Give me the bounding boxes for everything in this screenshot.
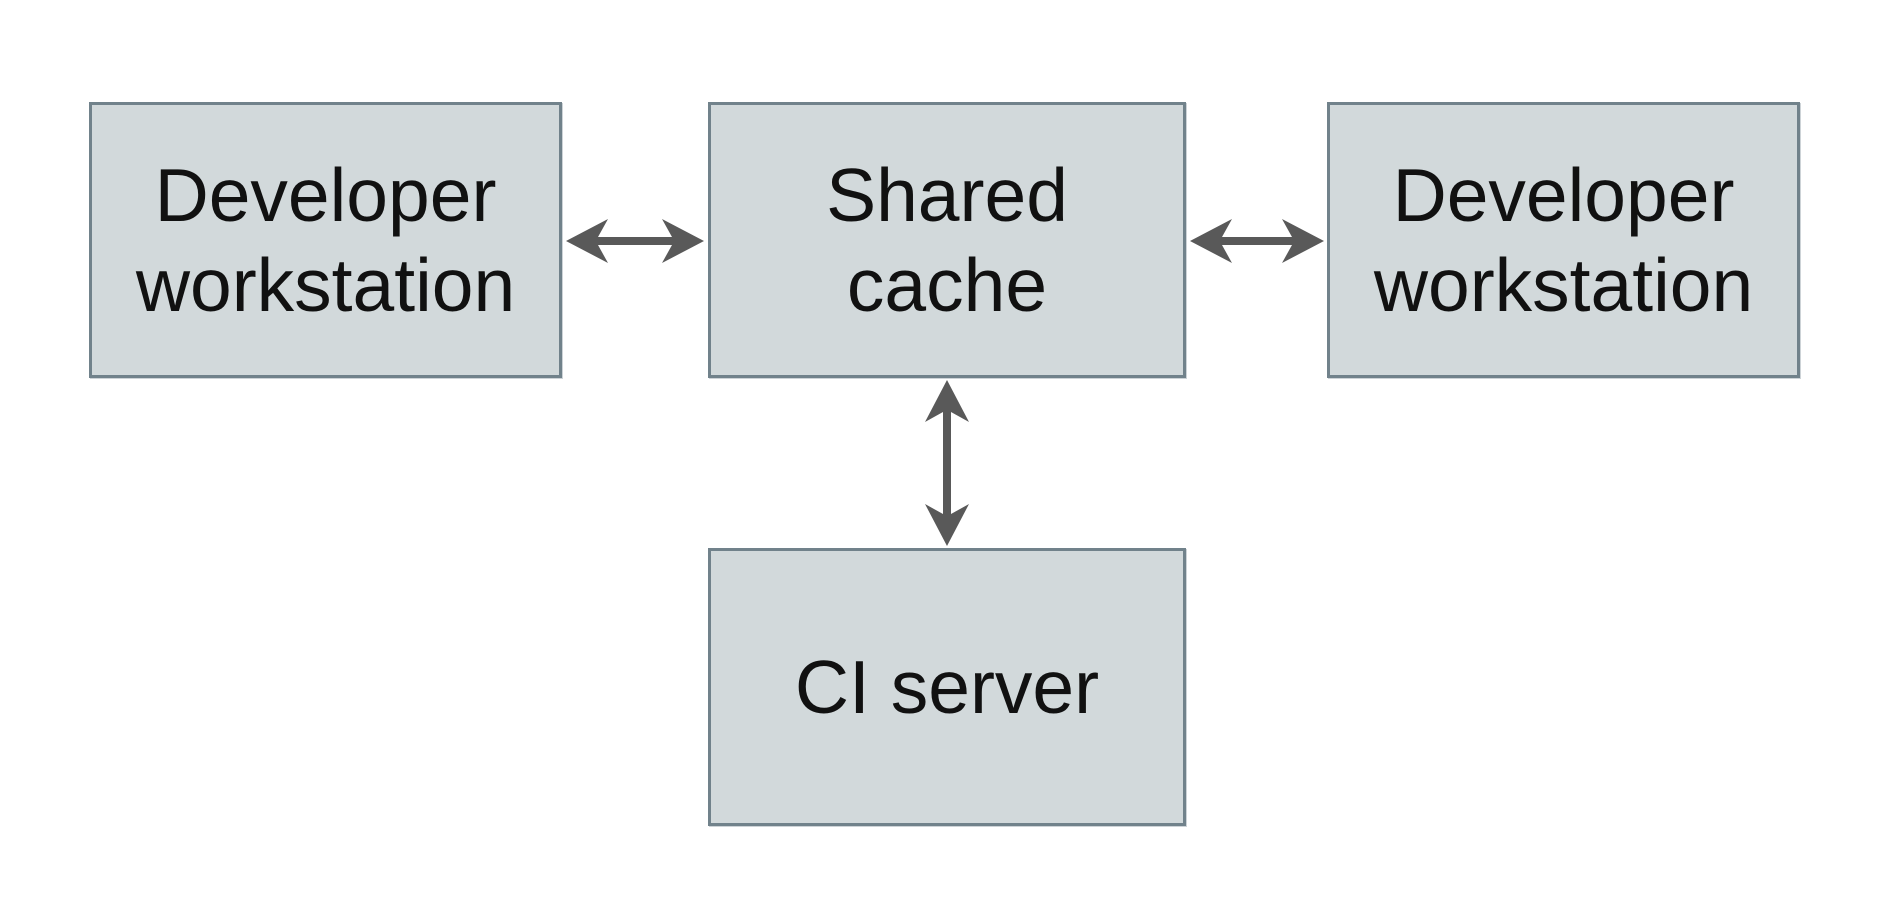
node-label: Developer workstation bbox=[1373, 153, 1754, 327]
node-shared-cache: Shared cache bbox=[708, 102, 1186, 378]
bidirectional-arrow-cache-ci-icon bbox=[925, 380, 969, 546]
node-label: CI server bbox=[794, 645, 1100, 729]
bidirectional-arrow-cache-right-icon bbox=[1190, 219, 1324, 263]
node-ci-server: CI server bbox=[708, 548, 1186, 826]
node-label: Developer workstation bbox=[135, 153, 516, 327]
bidirectional-arrow-left-cache-icon bbox=[566, 219, 704, 263]
node-developer-workstation-right: Developer workstation bbox=[1327, 102, 1800, 378]
node-developer-workstation-left: Developer workstation bbox=[89, 102, 562, 378]
node-label: Shared cache bbox=[826, 153, 1068, 327]
